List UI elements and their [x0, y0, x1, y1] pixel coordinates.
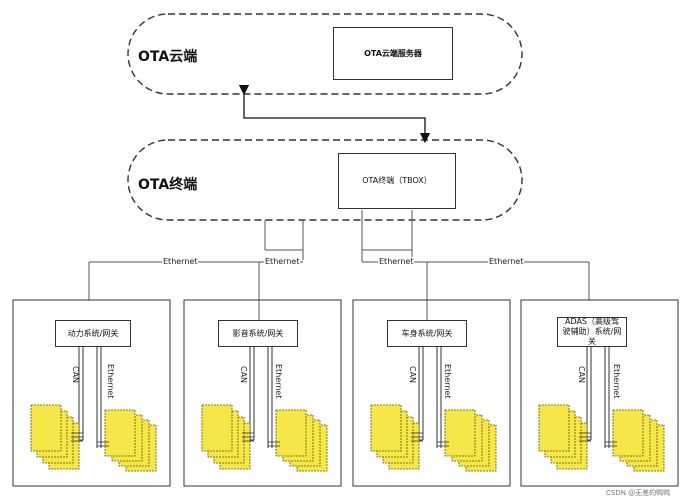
ethernet-label: Ethernet	[264, 257, 301, 266]
gateway-box: 影音系统/网关	[218, 320, 298, 347]
can-ecu-node	[30, 404, 62, 452]
subsystem-panel	[12, 299, 171, 487]
subsystem-internals	[30, 347, 665, 472]
watermark: CSDN @无差的鸭鸭	[606, 489, 671, 497]
can-ecu-node	[370, 404, 402, 452]
gateway-box: 动力系统/网关	[55, 320, 131, 347]
cloud-server-box: OTA云端服务器	[333, 27, 453, 80]
ethernet-vertical-label: Ethernet	[106, 364, 115, 399]
ethernet-label: Ethernet	[162, 257, 199, 266]
subsystem-panel	[183, 299, 342, 487]
can-label: CAN	[408, 366, 417, 384]
ethernet-ecu-node	[612, 409, 644, 457]
cloud-zone-title: OTA云端	[138, 49, 198, 65]
subsystem-panel	[352, 299, 511, 487]
gateway-box: 车身系统/网关	[387, 320, 467, 347]
tbox-box: OTA终端（TBOX）	[338, 153, 456, 209]
can-ecu-node	[538, 404, 570, 452]
terminal-zone-title: OTA终端	[138, 177, 198, 193]
can-label: CAN	[577, 366, 586, 384]
ethernet-ecu-node	[444, 409, 476, 457]
can-label: CAN	[71, 366, 80, 384]
ethernet-label: Ethernet	[488, 257, 525, 266]
cloud-tbox-link	[238, 84, 431, 144]
ethernet-vertical-label: Ethernet	[274, 364, 283, 399]
subsystem-panel	[520, 299, 679, 487]
can-label: CAN	[239, 366, 248, 384]
ethernet-label: Ethernet	[378, 257, 415, 266]
can-ecu-node	[201, 404, 233, 452]
ethernet-ecu-node	[275, 409, 307, 457]
ethernet-vertical-label: Ethernet	[612, 364, 621, 399]
gateway-box: ADAS（高级驾驶辅助）系统/网关	[557, 317, 627, 347]
ethernet-ecu-node	[104, 409, 136, 457]
ethernet-vertical-label: Ethernet	[443, 364, 452, 399]
